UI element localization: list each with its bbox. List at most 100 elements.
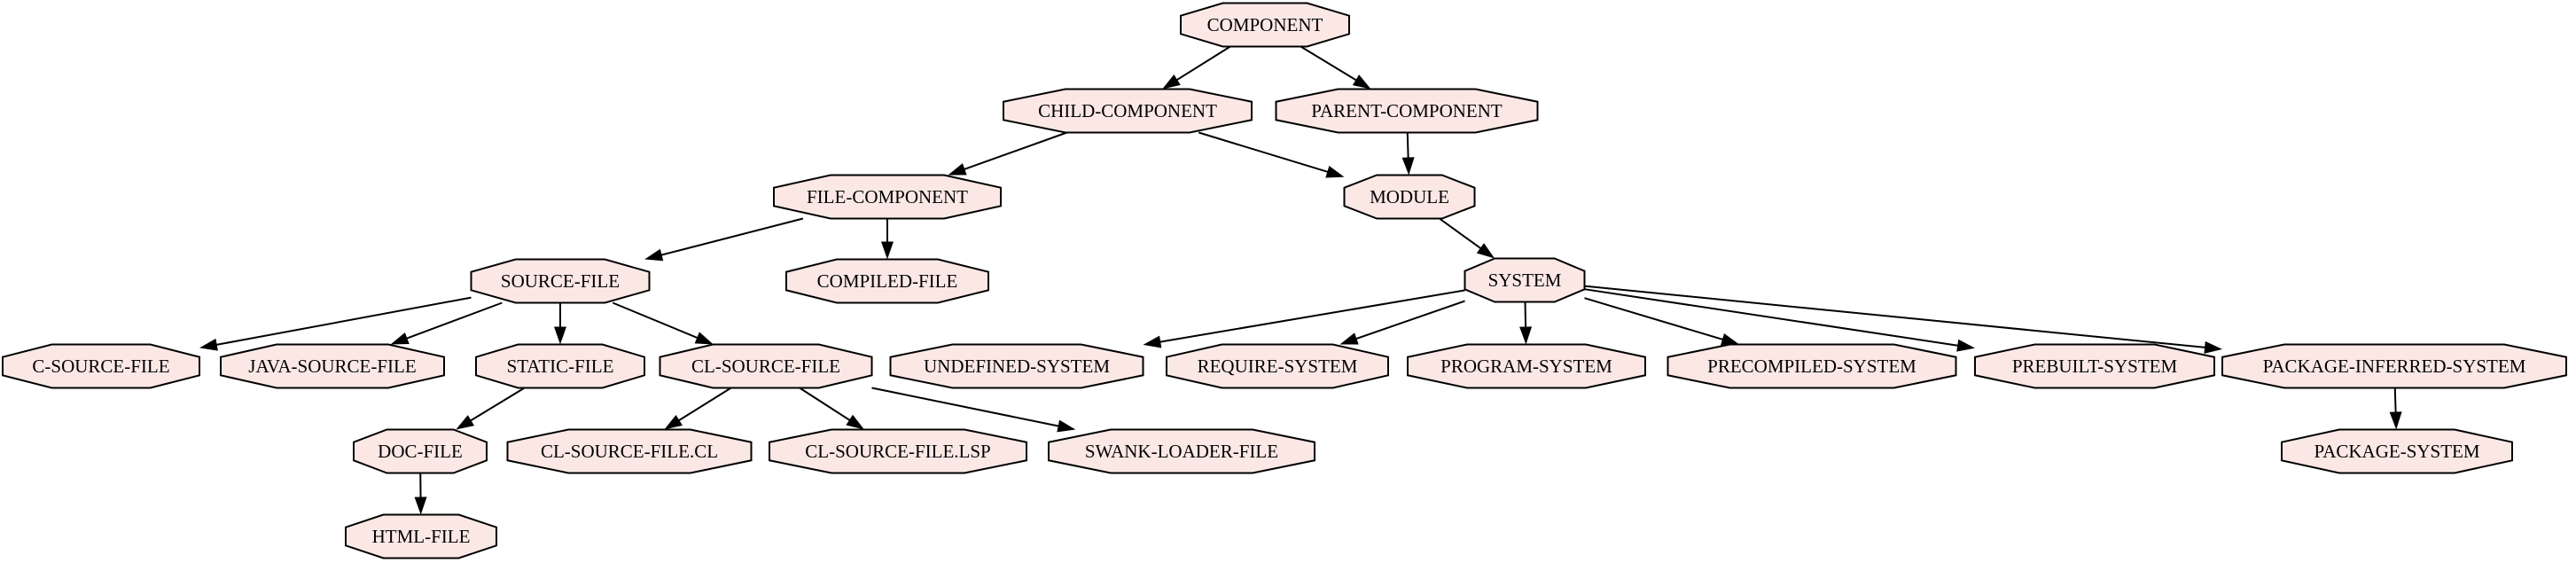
node-label: CHILD-COMPONENT [1038, 100, 1217, 121]
node-module: MODULE [1343, 174, 1476, 220]
arrowhead-icon [456, 415, 475, 430]
edge-cl-source-file-to-cl-source-file-lsp [799, 387, 864, 430]
edge-system-to-prebuilt-system [1584, 288, 1975, 352]
node-label: COMPONENT [1207, 14, 1323, 35]
edge-component-to-parent-component [1300, 45, 1371, 90]
arrowhead-icon [1143, 335, 1162, 348]
edge-line [1584, 288, 1960, 347]
arrowhead-icon [1519, 326, 1533, 345]
octagon-shape [1974, 343, 2215, 389]
edge-line [1159, 289, 1465, 343]
octagon-shape [470, 258, 651, 304]
edge-system-to-package-inferred-system [1584, 285, 2222, 354]
edge-source-file-to-cl-source-file [612, 301, 714, 345]
edge-line [660, 217, 804, 256]
node-cl-source-file-cl: CL-SOURCE-FILE.CL [506, 428, 753, 474]
node-doc-file: DOC-FILE [353, 428, 488, 474]
node-program-system: PROGRAM-SYSTEM [1407, 343, 1646, 389]
node-cl-source-file-lsp: CL-SOURCE-FILE.LSP [769, 428, 1027, 474]
octagon-shape [1667, 343, 1957, 389]
node-swank-loader-file: SWANK-LOADER-FILE [1048, 428, 1315, 474]
node-file-component: FILE-COMPONENT [773, 174, 1002, 220]
arrowhead-icon [948, 163, 967, 176]
arrowhead-icon [1057, 419, 1076, 433]
edge-system-to-program-system [1519, 301, 1533, 345]
arrowhead-icon [694, 332, 714, 345]
edge-source-file-to-static-file [554, 302, 566, 345]
octagon-shape [1180, 2, 1350, 48]
node-label: PROGRAM-SYSTEM [1440, 356, 1612, 377]
edge-line [963, 131, 1067, 171]
node-parent-component: PARENT-COMPONENT [1275, 88, 1539, 134]
arrowhead-icon [1476, 243, 1495, 259]
edge-line [677, 387, 732, 422]
edge-doc-file-to-html-file [414, 473, 427, 515]
node-label: COMPILED-FILE [817, 270, 958, 292]
arrowhead-icon [1956, 339, 1975, 352]
node-label: CL-SOURCE-FILE.CL [541, 441, 718, 462]
octagon-shape [1464, 257, 1586, 303]
edge-file-component-to-source-file [644, 217, 804, 262]
arrowhead-icon [414, 497, 427, 515]
node-label: MODULE [1370, 186, 1449, 207]
node-html-file: HTML-FILE [345, 513, 497, 559]
octagon-shape [889, 343, 1144, 389]
node-package-inferred-system: PACKAGE-INFERRED-SYSTEM [2221, 343, 2567, 389]
edge-line [1198, 131, 1330, 174]
edge-source-file-to-java-source-file [390, 301, 503, 345]
edge-cl-source-file-to-cl-source-file-cl [664, 387, 732, 430]
octagon-shape [1407, 343, 1646, 389]
octagon-shape [220, 343, 445, 389]
node-label: PREBUILT-SYSTEM [2012, 356, 2178, 377]
edge-line [612, 301, 699, 340]
node-c-source-file: C-SOURCE-FILE [2, 343, 200, 389]
edge-package-inferred-system-to-package-system [2389, 387, 2402, 430]
edge-line [1584, 297, 1725, 341]
node-source-file: SOURCE-FILE [470, 258, 651, 304]
edge-line [799, 387, 852, 422]
node-label: FILE-COMPONENT [807, 186, 968, 207]
arrowhead-icon [644, 248, 664, 262]
node-label: PRECOMPILED-SYSTEM [1707, 356, 1916, 377]
octagon-shape [345, 513, 497, 559]
node-system: SYSTEM [1464, 257, 1586, 303]
edge-line [1175, 45, 1231, 82]
edge-system-to-require-system [1339, 300, 1465, 345]
arrowhead-icon [2204, 340, 2222, 354]
node-static-file: STATIC-FILE [475, 343, 645, 389]
edge-line [215, 296, 472, 347]
node-cl-source-file: CL-SOURCE-FILE [659, 343, 873, 389]
edge-static-file-to-doc-file [456, 387, 526, 430]
node-label: C-SOURCE-FILE [32, 356, 169, 377]
node-label: PARENT-COMPONENT [1311, 100, 1503, 121]
edge-file-component-to-compiled-file [881, 218, 894, 260]
edge-component-to-child-component [1162, 45, 1231, 90]
octagon-shape [1003, 88, 1253, 134]
edge-line [1300, 45, 1358, 82]
arrowhead-icon [199, 338, 218, 351]
octagon-shape [1166, 343, 1389, 389]
node-precompiled-system: PRECOMPILED-SYSTEM [1667, 343, 1957, 389]
octagon-shape [1275, 88, 1539, 134]
arrowhead-icon [846, 414, 864, 430]
edge-line [1354, 300, 1465, 340]
edge-line [871, 387, 1060, 427]
octagon-shape [506, 428, 753, 474]
octagon-shape [2281, 428, 2513, 474]
node-label: SOURCE-FILE [501, 270, 620, 292]
node-label: REQUIRE-SYSTEM [1198, 356, 1358, 377]
node-label: DOC-FILE [378, 441, 463, 462]
node-compiled-file: COMPILED-FILE [785, 258, 989, 304]
edge-line [1406, 132, 1409, 160]
node-package-system: PACKAGE-SYSTEM [2281, 428, 2513, 474]
arrowhead-icon [664, 414, 683, 430]
arrowhead-icon [1162, 74, 1181, 90]
node-require-system: REQUIRE-SYSTEM [1166, 343, 1389, 389]
node-label: CL-SOURCE-FILE [691, 356, 840, 377]
edge-line [469, 387, 526, 423]
edge-system-to-undefined-system [1143, 289, 1465, 348]
edge-source-file-to-c-source-file [199, 296, 472, 351]
arrowhead-icon [1339, 332, 1359, 345]
arrowhead-icon [390, 332, 410, 345]
